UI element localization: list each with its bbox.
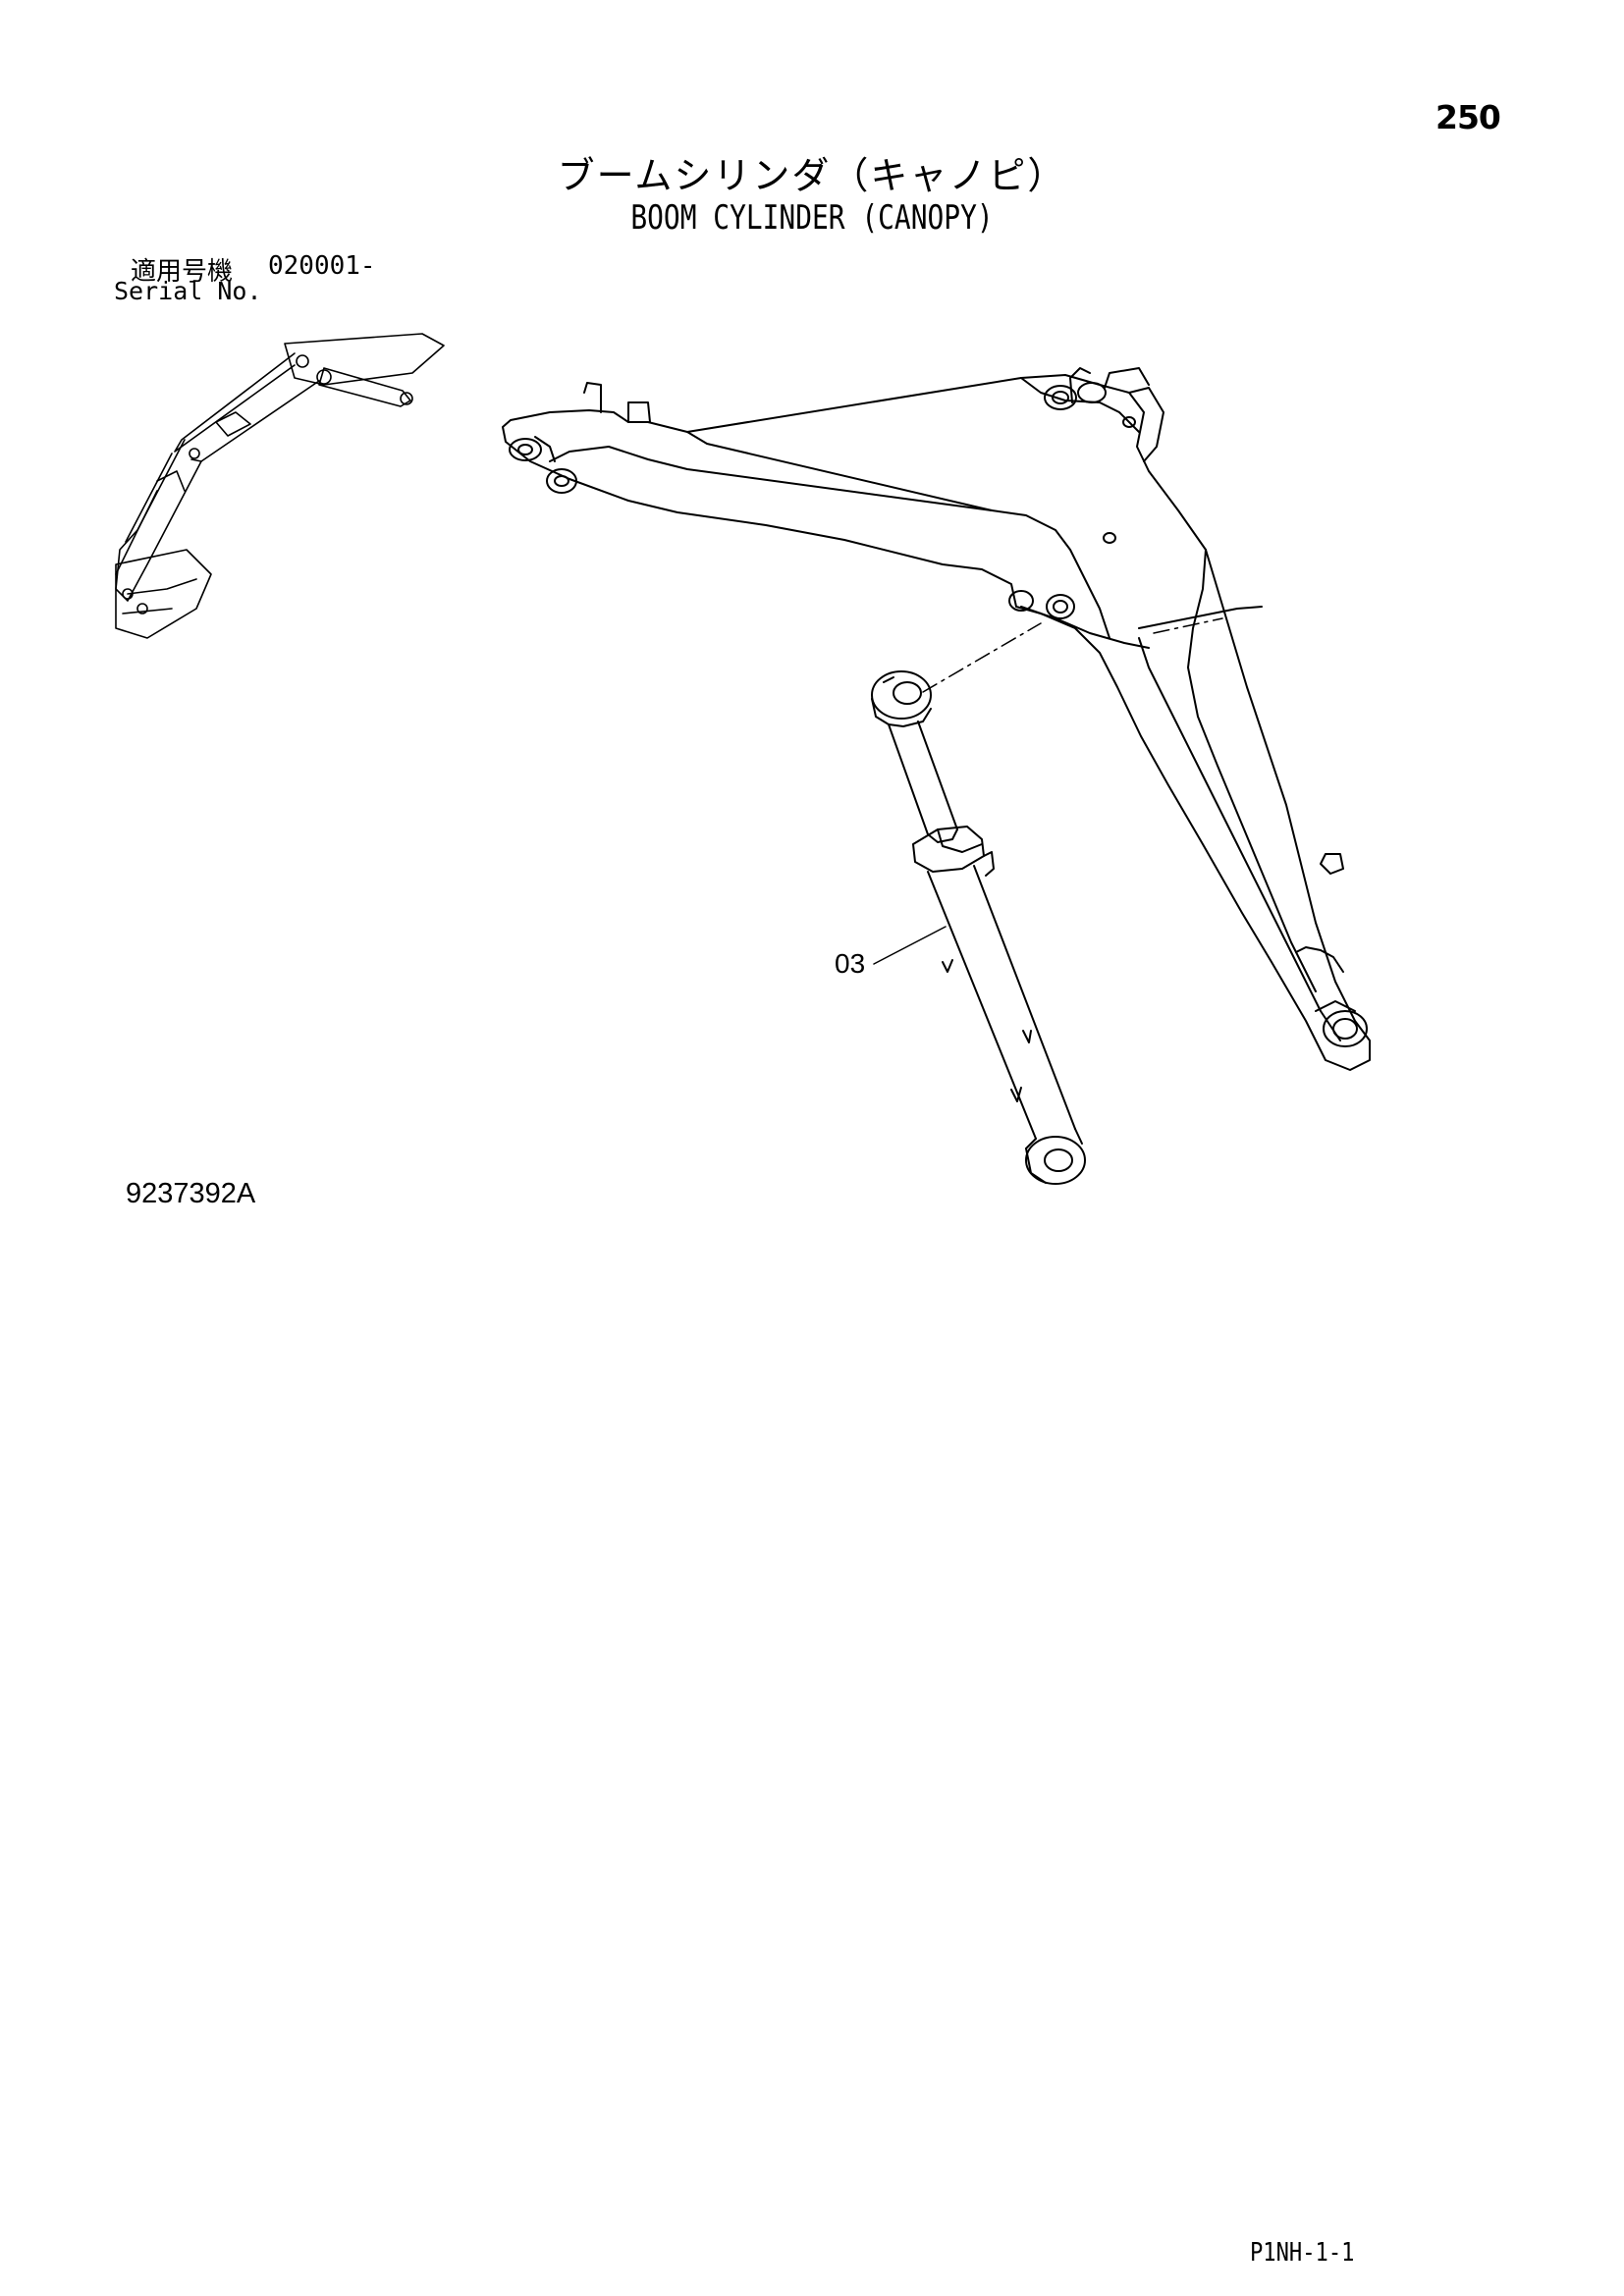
page-number: 250	[1435, 98, 1501, 136]
thumbnail-cylinder	[318, 367, 411, 407]
rod-eye	[871, 670, 932, 720]
thumbnail-bucket	[115, 549, 212, 639]
boom-hidden-line	[1153, 617, 1223, 634]
assembly-centerline	[922, 622, 1042, 693]
serial-range: 020001-	[268, 251, 376, 281]
piston-rod	[888, 721, 958, 835]
serial-label-english: Serial No.	[114, 277, 262, 305]
boom-foot-bracket	[1320, 853, 1344, 875]
bottom-eye	[1025, 1136, 1086, 1185]
cylinder-tube	[927, 865, 1076, 1140]
thumbnail-arm	[115, 439, 202, 602]
serial-label-japanese: 適用号機	[131, 257, 234, 287]
cylinder-head	[912, 826, 985, 873]
callout-03-label: 03	[835, 948, 866, 979]
boom-front-bracket	[583, 382, 602, 413]
boom-cylinder-part	[871, 670, 1086, 1185]
boom-pin-bosses	[509, 382, 1368, 1047]
thumbnail-boom	[284, 333, 445, 386]
page-title-japanese: ブームシリンダ（キャノピ）	[557, 154, 1067, 197]
overview-thumbnail	[115, 333, 445, 639]
page-code: P1NH-1-1	[1250, 2238, 1355, 2268]
boom-outline	[502, 367, 1371, 1071]
drawing-number: 9237392A	[126, 1178, 256, 1209]
callout-03-leader	[873, 926, 947, 965]
page-title-english: BOOM CYLINDER (CANOPY)	[630, 198, 994, 238]
